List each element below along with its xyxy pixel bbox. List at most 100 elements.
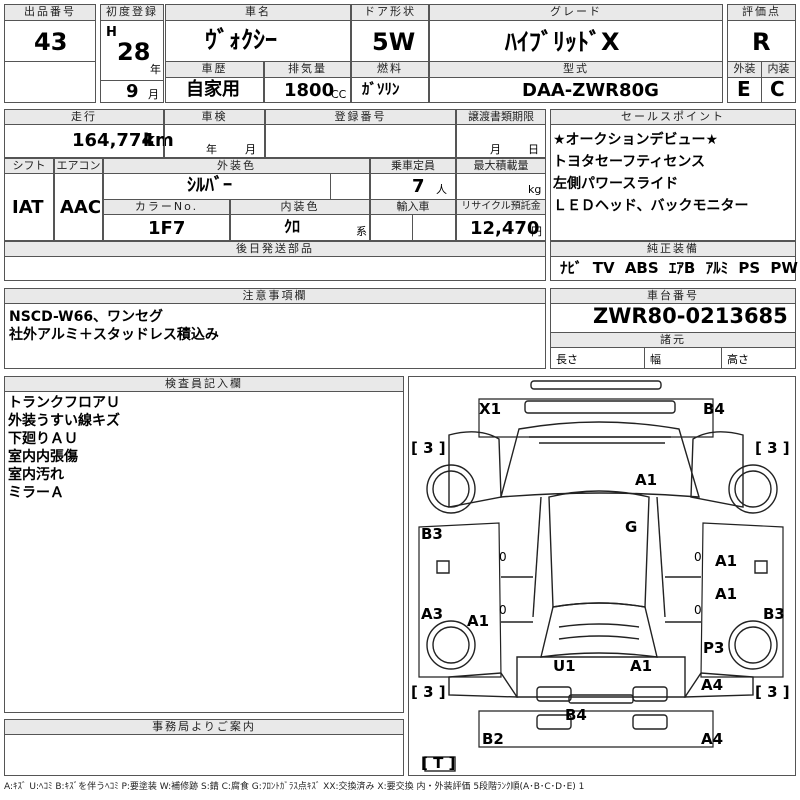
model-box <box>429 77 723 103</box>
damage-label: A4 <box>701 730 724 748</box>
color-no-label: カラーNo. <box>103 199 230 215</box>
equipment-abs: ABS <box>624 259 659 277</box>
model-label: 型式 <box>429 61 723 78</box>
chassis-label: 車台番号 <box>550 288 796 304</box>
int-color-unit: 系 <box>356 225 367 238</box>
office-label: 事務局よりご案内 <box>4 719 404 735</box>
lot-no-label: 出品番号 <box>4 4 96 21</box>
import-box-b <box>412 214 456 241</box>
car-name: ｳﾞｫｸｼｰ <box>205 26 277 54</box>
specs-label: 諸元 <box>550 332 796 348</box>
zero-mark: 0 <box>694 603 702 617</box>
zero-mark: 0 <box>499 550 507 564</box>
mileage-label: 走行 <box>4 109 164 125</box>
era: H <box>106 25 117 40</box>
damage-label: P3 <box>703 639 725 657</box>
import-label: 輸入車 <box>370 199 456 215</box>
transfer-label: 譲渡書類期限 <box>456 109 546 125</box>
inspection-year-unit: 年 <box>206 143 217 156</box>
height-label: 高さ <box>727 353 749 366</box>
interior-box <box>761 77 796 103</box>
score-label: 評価点 <box>727 4 796 21</box>
fuel-box <box>351 77 429 103</box>
sales-point-item: ＬＥＤヘッド、バックモニター <box>553 198 749 214</box>
max-load-unit: kg <box>528 183 542 196</box>
history-box <box>165 77 264 103</box>
door-label: ドア形状 <box>351 4 429 21</box>
displacement-label: 排気量 <box>264 61 351 78</box>
notes-list: NSCD-W66、ワンセグ 社外アルミ＋スタッドレス積込み <box>9 308 219 344</box>
damage-label: A1 <box>715 552 738 570</box>
tire-bracket: [ 3 ] <box>411 683 446 701</box>
note-line: NSCD-W66、ワンセグ <box>9 309 164 325</box>
ext-color-label: 外装色 <box>103 158 370 174</box>
inspection-label: 車検 <box>164 109 265 125</box>
damage-label: B4 <box>565 706 587 724</box>
car-name-label: 車名 <box>165 4 351 21</box>
notes-box <box>4 303 546 369</box>
sales-points-box <box>550 124 796 241</box>
capacity-value: 7 <box>412 176 425 197</box>
damage-label: A4 <box>701 676 724 694</box>
month-box <box>100 80 164 103</box>
reg-month: 9 <box>126 81 139 102</box>
inspector-line: 外装うすい線キズ <box>8 413 120 429</box>
equipment-airbag: ｴｱB <box>668 259 696 277</box>
import-box-a <box>370 214 413 241</box>
recycle-value: 12,470 <box>470 218 540 239</box>
reg-no-label: 登録番号 <box>265 109 456 125</box>
grade-value: ﾊｲﾌﾞﾘｯﾄﾞX <box>505 28 620 56</box>
score-value: R <box>752 28 771 56</box>
exterior-label: 外装 <box>727 61 762 78</box>
later-parts-box <box>4 256 546 281</box>
recycle-label: リサイクル預託金 <box>456 199 546 215</box>
sales-points-label: セールスポイント <box>550 109 796 125</box>
inspector-line: 下廻りＡＵ <box>8 431 78 447</box>
height-box <box>721 347 796 369</box>
history-value: 自家用 <box>186 79 240 100</box>
shift-value: IAT <box>12 197 44 218</box>
max-load-label: 最大積載量 <box>456 158 546 174</box>
int-color-value: ｸﾛ <box>284 217 301 236</box>
damage-label: X1 <box>479 400 502 418</box>
displacement-value: 1800 <box>284 80 335 101</box>
zero-mark: 0 <box>499 603 507 617</box>
history-label: 車歴 <box>165 61 264 78</box>
shift-box <box>4 173 54 241</box>
int-color-box <box>230 214 370 241</box>
damage-label: A1 <box>467 612 490 630</box>
sales-point-item: 左側パワースライド <box>553 176 679 192</box>
fuel-label: 燃料 <box>351 61 429 78</box>
equipment-box <box>550 256 796 281</box>
reg-year: 28 <box>117 38 151 66</box>
office-box <box>4 734 404 776</box>
lot-no: 43 <box>34 28 68 56</box>
transfer-month-unit: 月 <box>490 143 501 156</box>
notes-label: 注意事項欄 <box>4 288 546 304</box>
ac-label: エアコン <box>54 158 103 174</box>
model-value: DAA-ZWR80G <box>522 80 659 101</box>
color-no-box <box>103 214 230 241</box>
sales-point-item: トヨタセーフティセンス <box>553 154 706 170</box>
ac-box <box>54 173 103 241</box>
capacity-label: 乗車定員 <box>370 158 456 174</box>
color-no-value: 1F7 <box>148 218 186 239</box>
equipment-list: ﾅﾋﾞ TV ABS ｴｱB ｱﾙﾐ PS PW <box>560 261 798 276</box>
mileage-box <box>4 124 164 158</box>
inspection-box <box>164 124 265 158</box>
inspector-label: 検査員記入欄 <box>4 376 404 392</box>
inspector-line: トランクフロアＵ <box>8 395 120 411</box>
month-unit: 月 <box>148 88 159 101</box>
mileage-unit: km <box>143 130 174 151</box>
damage-label: B3 <box>763 605 785 623</box>
int-color-label: 内装色 <box>230 199 370 215</box>
grade-label: グレード <box>429 4 723 21</box>
exterior-value: E <box>737 77 751 101</box>
equipment-label: 純正装備 <box>550 241 796 257</box>
later-parts-label: 後日発送部品 <box>4 241 546 257</box>
inspector-line: 室内汚れ <box>8 467 64 483</box>
inspection-month-unit: 月 <box>245 143 256 156</box>
car-diagram <box>418 380 784 772</box>
tire-bracket: [ 3 ] <box>755 683 790 701</box>
zero-mark: 0 <box>694 550 702 564</box>
